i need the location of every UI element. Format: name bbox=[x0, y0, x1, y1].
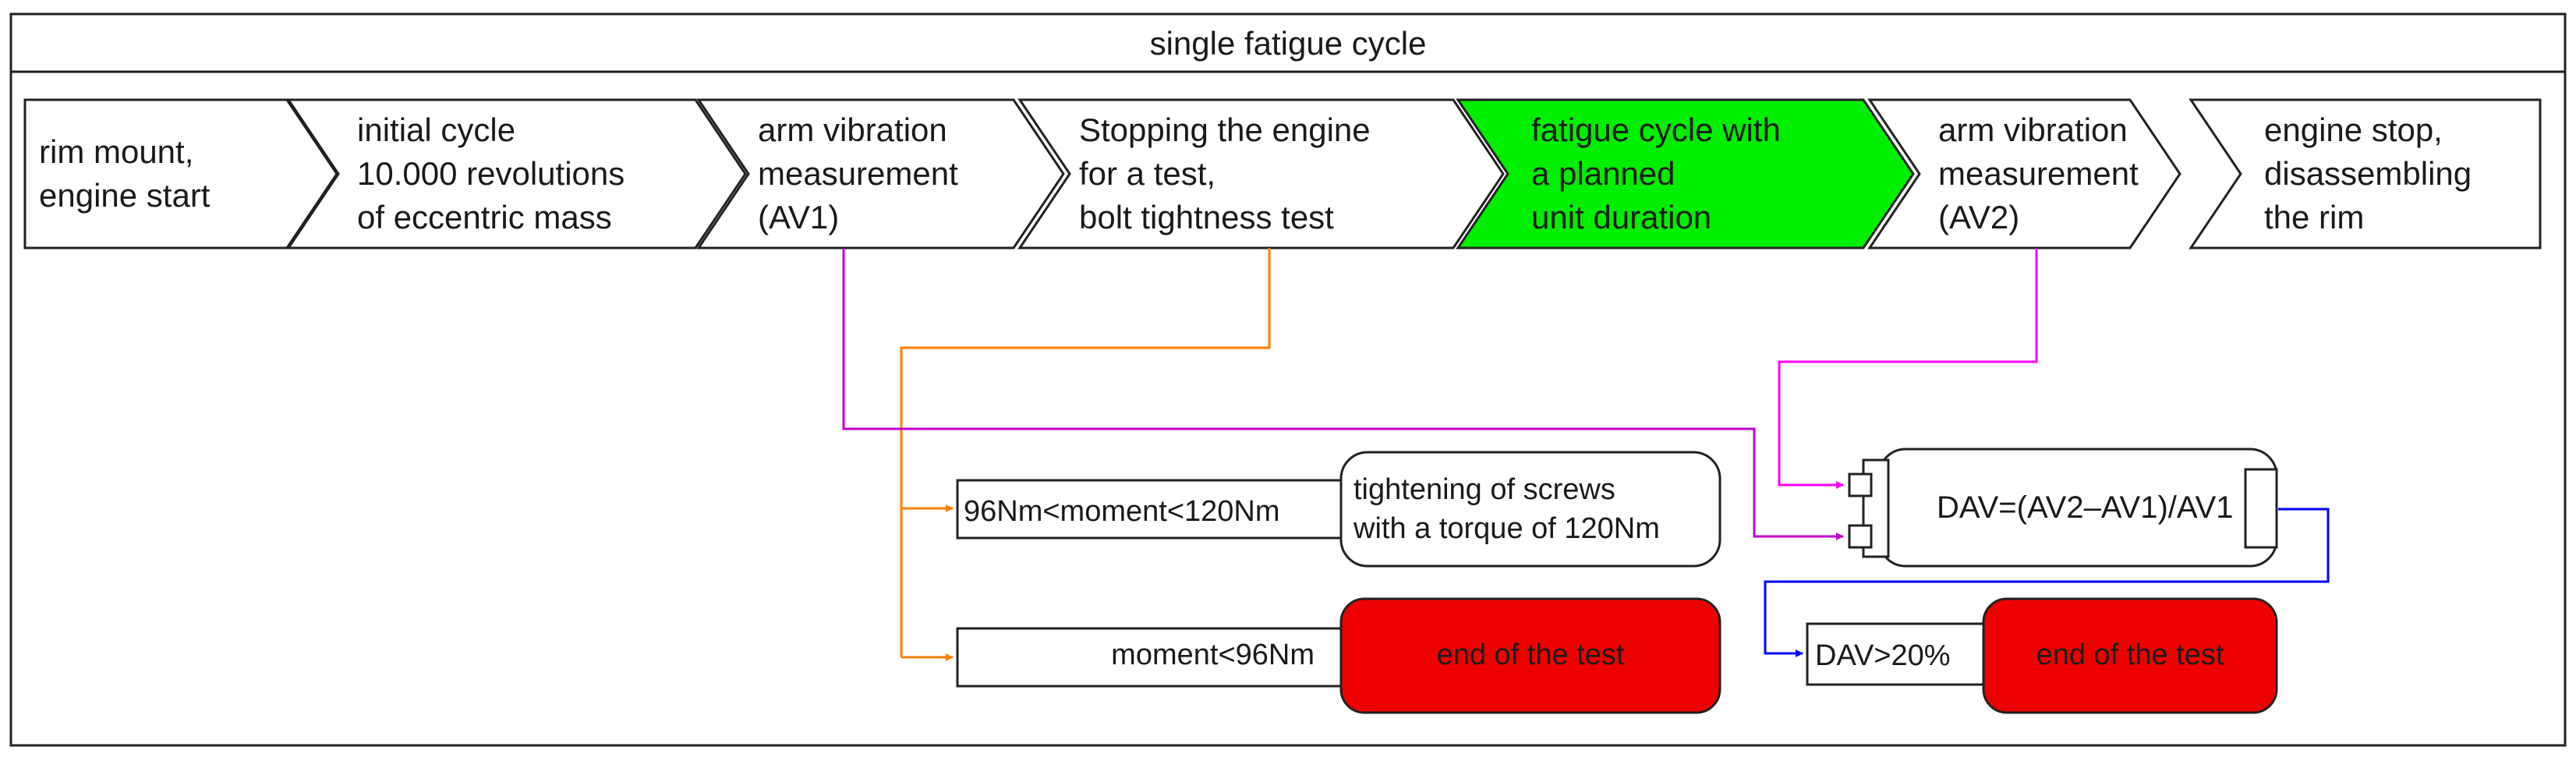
process-step-4 bbox=[1017, 98, 1505, 250]
orange-connector-trunk bbox=[900, 248, 1271, 657]
condition-moment-low bbox=[956, 627, 1343, 688]
process-step-2 bbox=[286, 98, 747, 250]
process-step-6 bbox=[1867, 98, 2181, 250]
condition-dav-high bbox=[1806, 622, 1985, 686]
purple-connector-av1 bbox=[842, 248, 1844, 540]
dav-block-output-bar bbox=[2244, 468, 2278, 549]
blue-connector-dav bbox=[1764, 508, 2330, 657]
dav-input-port-av2 bbox=[1848, 472, 1873, 497]
end-of-test-block-2 bbox=[1982, 597, 2278, 714]
diagram-title: single fatigue cycle bbox=[1150, 25, 1427, 62]
action-tighten-screws bbox=[1339, 451, 1721, 568]
condition-dav-high-label: DAV>20% bbox=[1815, 639, 1951, 672]
process-step-5 bbox=[1456, 98, 1915, 250]
magenta-connector-av2 bbox=[1778, 248, 2038, 489]
dav-input-port-av1 bbox=[1848, 524, 1873, 549]
process-step-1-label: rim mount,engine start bbox=[39, 133, 211, 214]
condition-moment-ok-label: 96Nm<moment<120Nm bbox=[964, 495, 1280, 528]
end-of-test-block-1 bbox=[1339, 597, 1721, 714]
process-step-3 bbox=[696, 98, 1065, 250]
condition-moment-low-label: moment<96Nm bbox=[1111, 639, 1315, 671]
dav-formula: DAV=(AV2–AV1)/AV1 bbox=[1937, 490, 2234, 525]
end-of-test-label-1: end of the test bbox=[1437, 639, 1625, 671]
process-step-7 bbox=[2189, 98, 2542, 250]
end-of-test-label-2: end of the test bbox=[2036, 639, 2224, 671]
process-step-1 bbox=[23, 98, 338, 250]
action-tighten-screws-label: tightening of screws with a torque of 12… bbox=[1353, 473, 1660, 545]
